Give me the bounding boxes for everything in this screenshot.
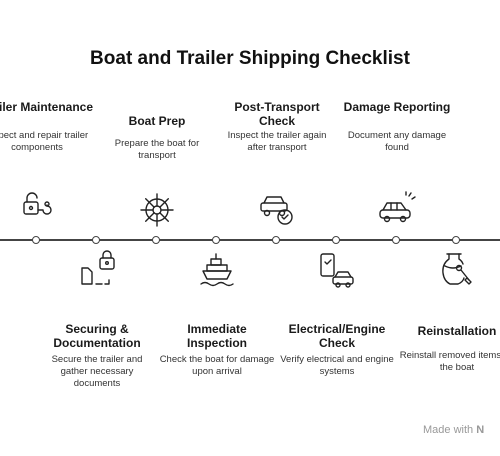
step-title: Trailer Maintenance bbox=[0, 100, 94, 114]
step-reinstallation: Reinstallation Reinstall removed items o… bbox=[397, 322, 500, 374]
step-immediate-inspection: Immediate Inspection Check the boat for … bbox=[157, 322, 277, 378]
step-securing-documentation: Securing & Documentation Secure the trai… bbox=[37, 322, 157, 390]
timeline-marker bbox=[92, 236, 100, 244]
timeline-marker bbox=[152, 236, 160, 244]
step-description: Reinstall removed items on the boat bbox=[399, 350, 500, 373]
step-description: Verify electrical and engine systems bbox=[280, 354, 394, 377]
page-title: Boat and Trailer Shipping Checklist bbox=[90, 48, 410, 69]
step-boat-prep: Boat Prep Prepare the boat for transport bbox=[97, 114, 217, 162]
step-title: Damage Reporting bbox=[343, 100, 451, 114]
step-damage-reporting: Damage Reporting Document any damage fou… bbox=[337, 100, 457, 154]
watermark-text: Made with bbox=[423, 424, 474, 436]
step-description: Prepare the boat for transport bbox=[114, 138, 200, 161]
step-trailer-maintenance: Trailer Maintenance Inspect and repair t… bbox=[0, 100, 97, 154]
step-description: Check the boat for damage upon arrival bbox=[159, 354, 275, 377]
timeline-marker bbox=[32, 236, 40, 244]
car-crash-icon bbox=[377, 190, 417, 230]
step-title: Immediate Inspection bbox=[186, 322, 247, 350]
watermark[interactable]: Made with N bbox=[423, 424, 484, 436]
step-description: Inspect the trailer again after transpor… bbox=[227, 130, 327, 153]
timeline-line bbox=[0, 239, 500, 241]
step-title: Reinstallation bbox=[417, 324, 497, 338]
step-description: Document any damage found bbox=[347, 130, 447, 153]
step-description: Secure the trailer and gather necessary … bbox=[51, 354, 143, 389]
ship-wheel-icon bbox=[137, 190, 177, 230]
timeline-marker bbox=[272, 236, 280, 244]
timeline-marker bbox=[332, 236, 340, 244]
lock-document-icon bbox=[77, 250, 117, 290]
ship-icon bbox=[197, 250, 237, 290]
step-title: Post-Transport Check bbox=[234, 100, 320, 128]
step-electrical-engine-check: Electrical/Engine Check Verify electrica… bbox=[277, 322, 397, 378]
step-title: Electrical/Engine Check bbox=[288, 322, 386, 350]
phone-car-icon bbox=[317, 250, 357, 290]
step-post-transport-check: Post-Transport Check Inspect the trailer… bbox=[217, 100, 337, 154]
step-title: Boat Prep bbox=[128, 114, 186, 128]
napkin-logo-icon: N bbox=[476, 424, 485, 436]
timeline-marker bbox=[392, 236, 400, 244]
lock-key-icon bbox=[17, 188, 57, 228]
step-description: Inspect and repair trailer components bbox=[0, 130, 89, 153]
vase-tool-icon bbox=[437, 250, 477, 290]
timeline-marker bbox=[452, 236, 460, 244]
step-title: Securing & Documentation bbox=[53, 322, 141, 350]
car-check-icon bbox=[257, 190, 297, 230]
timeline-marker bbox=[212, 236, 220, 244]
